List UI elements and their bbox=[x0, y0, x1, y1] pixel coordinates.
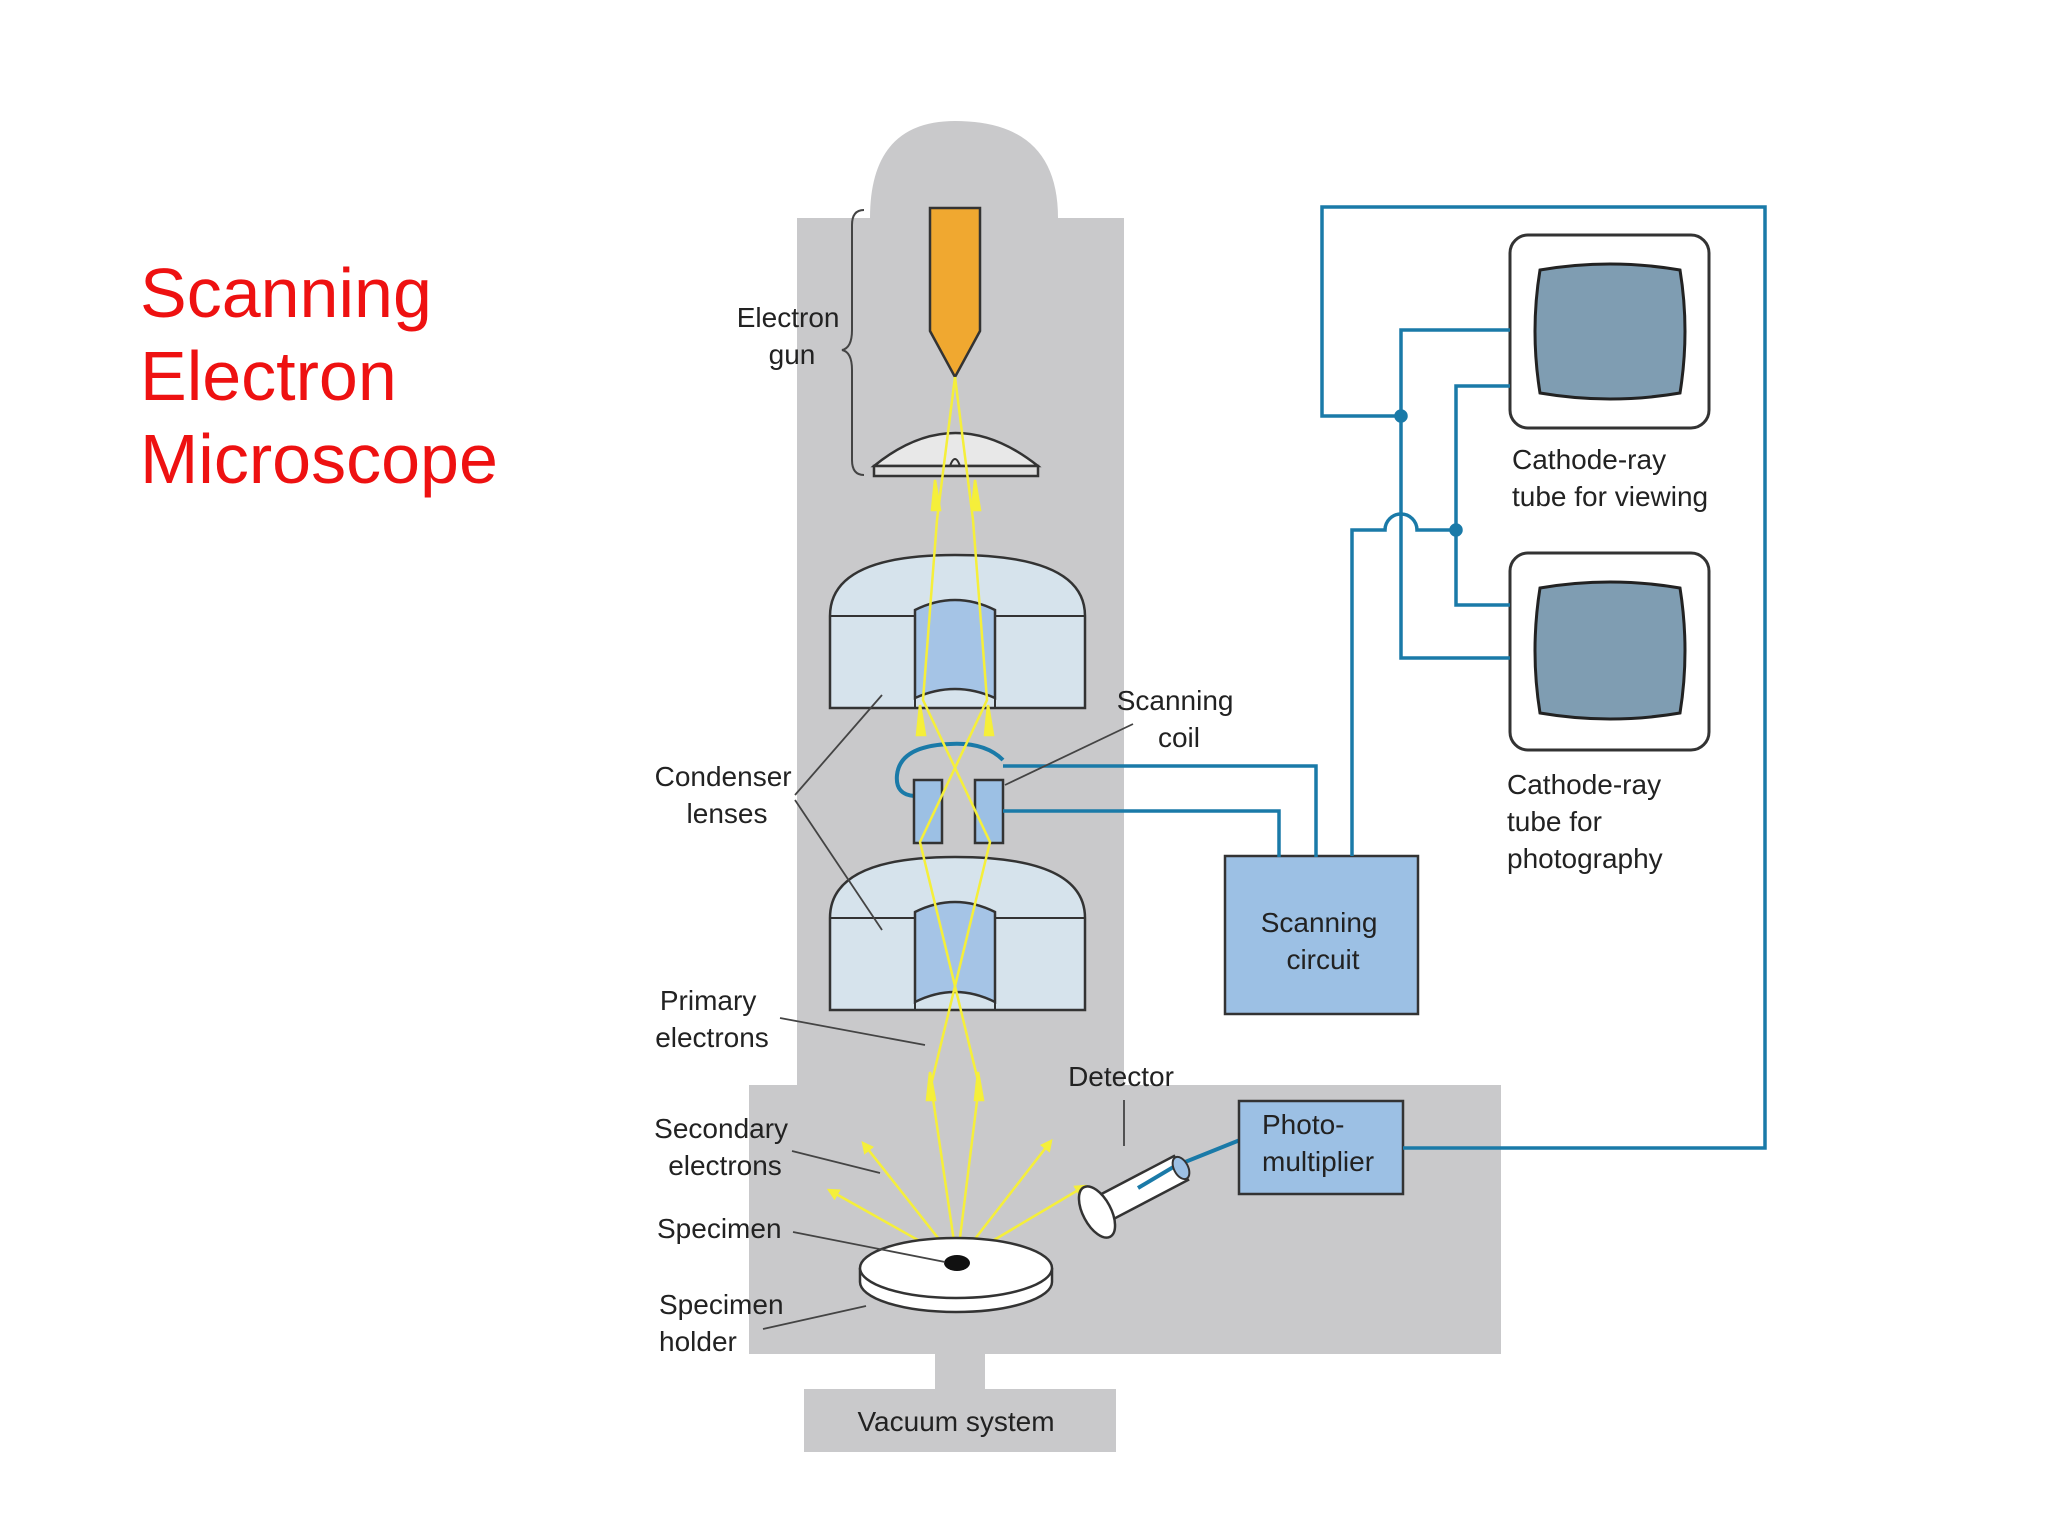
electron-beam bbox=[915, 376, 995, 1263]
crt-viewing-screen bbox=[1533, 262, 1687, 401]
wiring bbox=[1003, 205, 1767, 1150]
vacuum-pipe bbox=[935, 1354, 985, 1390]
label-scanning-circuit: Scanning circuit bbox=[1261, 907, 1386, 975]
crt-photography bbox=[1508, 551, 1711, 752]
scanning-circuit-box bbox=[1223, 854, 1420, 1016]
label-primary-electrons: Primary electrons bbox=[655, 985, 769, 1053]
label-secondary-electrons: Secondary electrons bbox=[654, 1113, 796, 1181]
label-electron-gun: Electron gun bbox=[737, 302, 848, 370]
crt-viewing bbox=[1508, 233, 1711, 430]
leader-lines bbox=[762, 694, 1134, 1330]
label-crt-photography: Cathode-ray tube for photography bbox=[1507, 769, 1669, 874]
label-crt-viewing: Cathode-ray tube for viewing bbox=[1512, 444, 1708, 512]
slide-title: Scanning Electron Microscope bbox=[140, 254, 498, 498]
label-specimen: Specimen bbox=[657, 1213, 782, 1244]
filament-icon bbox=[928, 206, 982, 380]
specimen-holder bbox=[858, 1236, 1054, 1314]
label-condenser-lenses: Condenser lenses bbox=[655, 761, 800, 829]
condenser-lens-upper bbox=[828, 553, 1087, 710]
vacuum-system-box bbox=[804, 1389, 1116, 1452]
microscope-column bbox=[749, 121, 1501, 1452]
crt-photography-screen bbox=[1533, 580, 1687, 721]
label-vacuum-system: Vacuum system bbox=[857, 1406, 1054, 1437]
condenser-lens-lower bbox=[828, 855, 1087, 1012]
label-detector: Detector bbox=[1068, 1061, 1174, 1092]
label-specimen-holder: Specimen holder bbox=[659, 1289, 791, 1357]
label-scanning-coil: Scanning coil bbox=[1117, 685, 1242, 753]
detector bbox=[1077, 1138, 1241, 1239]
electron-gun bbox=[841, 206, 1042, 478]
label-photomultiplier: Photo- multiplier bbox=[1262, 1109, 1374, 1177]
specimen-dot bbox=[944, 1255, 970, 1271]
electron-gun-brace bbox=[841, 209, 865, 476]
